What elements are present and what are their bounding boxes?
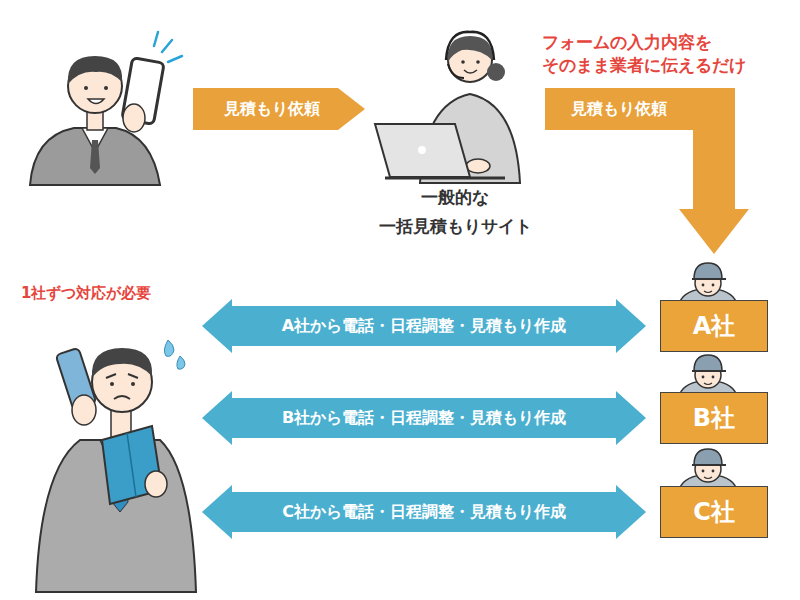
company-name: B社 <box>660 392 768 444</box>
site-caption: 一般的な 一括見積もりサイト <box>379 183 532 241</box>
customer-busy-figure <box>164 340 174 356</box>
arrow-label: B社から電話・日程調整・見積もり作成 <box>282 408 566 429</box>
company-sign: C社 <box>660 446 768 538</box>
operator-figure <box>448 64 464 78</box>
operator-figure <box>464 70 477 73</box>
double-arrow <box>202 299 646 353</box>
customer-busy-figure <box>72 395 96 425</box>
annotation-note: フォームの入力内容を そのまま業者に伝えるだけ <box>542 31 746 77</box>
company-sign: B社 <box>660 352 768 444</box>
customer-figure <box>104 86 108 90</box>
company-name: C社 <box>660 486 768 538</box>
customer-busy-figure <box>114 396 130 399</box>
client-person: 1社ずつ対応が必要 <box>15 280 200 592</box>
worker-figure <box>680 263 736 302</box>
operator-figure <box>418 146 426 154</box>
operator-figure <box>446 32 494 60</box>
operator-figure <box>476 60 480 64</box>
customer-figure <box>68 56 122 84</box>
arrow-label: A社から電話・日程調整・見積もり作成 <box>282 316 566 337</box>
operator-figure <box>466 159 490 173</box>
worker-figure <box>680 449 736 488</box>
worker-figure <box>680 355 736 394</box>
customer-busy-figure <box>92 348 152 378</box>
site-operator: 一般的な 一括見積もりサイト <box>365 30 545 245</box>
customer-figure <box>30 32 182 185</box>
request-arrow <box>193 88 365 130</box>
customer-figure <box>154 32 182 62</box>
customer-figure <box>30 128 160 185</box>
worker-figure <box>680 449 736 488</box>
double-arrow <box>202 391 646 445</box>
customer-busy-figure <box>106 374 138 378</box>
note-text: 1社ずつ対応が必要 <box>21 284 151 303</box>
company-name: A社 <box>660 300 768 352</box>
customer-busy-figure <box>177 356 185 369</box>
customer-figure <box>88 99 104 104</box>
operator-figure <box>461 60 465 64</box>
operator-figure <box>375 124 470 177</box>
company-sign: A社 <box>660 258 768 352</box>
double-arrow <box>202 485 646 539</box>
customer-busy-figure <box>131 382 135 386</box>
customer-busy-figure <box>110 382 114 386</box>
arrow-label: C社から電話・日程調整・見積もり作成 <box>282 502 566 523</box>
flow-arrow <box>545 88 749 254</box>
customer-figure <box>90 140 100 174</box>
customer-figure <box>123 104 145 132</box>
customer-busy-figure <box>127 433 136 497</box>
customer-figure <box>84 86 88 90</box>
worker-figure <box>680 263 736 302</box>
customer-busy-figure <box>145 471 167 497</box>
operator-figure <box>487 63 505 81</box>
operator-figure <box>375 32 520 183</box>
operator-figure <box>385 177 505 180</box>
operator-figure <box>448 36 492 62</box>
arrow-label: 見積もり依頼 <box>571 99 667 120</box>
worker-figure <box>680 355 736 394</box>
customer-busy-figure <box>36 340 196 592</box>
arrow-label: 見積もり依頼 <box>224 99 320 120</box>
